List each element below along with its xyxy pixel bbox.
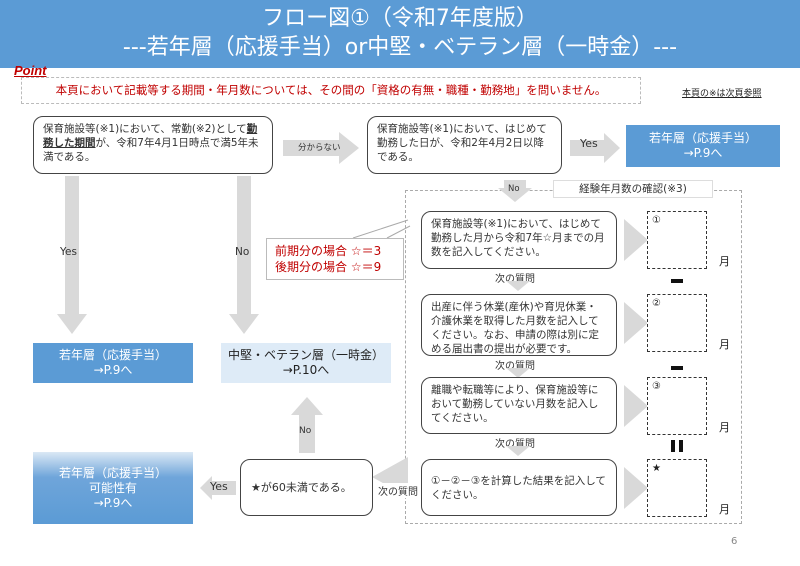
- arrow-right-shape: [624, 302, 648, 344]
- next-question-label: 次の質問: [495, 274, 535, 285]
- q1-no-label: No: [235, 246, 250, 258]
- month-unit-label: 月: [719, 338, 730, 351]
- month-unit-label: 月: [719, 503, 730, 516]
- step-arrow-right: [624, 302, 648, 344]
- result-young-left-line2: →P.9へ: [93, 363, 133, 377]
- unknown-arrow-label: 分からない: [298, 143, 341, 153]
- result-young-top-line1: 若年層（応援手当）: [648, 131, 757, 145]
- result-young-possible[interactable]: 若年層（応援手当） 可能性有 →P.9へ: [33, 452, 193, 524]
- next-question-label: 次の質問: [495, 439, 535, 450]
- next-question-down-arrow: [506, 281, 530, 291]
- arrow-up-shape: [291, 397, 323, 453]
- arrow-down-shape: [229, 176, 259, 334]
- result-veteran[interactable]: 中堅・ベテラン層（一時金） →P.10へ: [221, 343, 391, 383]
- minus-operator: [668, 360, 686, 376]
- month-input-box[interactable]: ★: [647, 459, 707, 517]
- next-question-label: 次の質問: [495, 361, 535, 372]
- experience-section-title: 経験年月数の確認(※3): [553, 180, 713, 198]
- experience-step-box: 保育施設等(※1)において、はじめて勤務した月から令和7年☆月までの月数を記入し…: [421, 211, 617, 269]
- result-veteran-line2: →P.10へ: [282, 363, 330, 377]
- q1-no-arrow: [229, 176, 259, 334]
- month-input-box[interactable]: ①: [647, 211, 707, 269]
- point-notice: 本頁において記載等する期間・年月数については、その間の「資格の有無・職種・勤務地…: [21, 77, 641, 104]
- month-unit-label: 月: [719, 255, 730, 268]
- next-question-down-arrow: [506, 368, 530, 378]
- page-number: 6: [731, 536, 738, 547]
- month-input-marker: ③: [652, 381, 661, 392]
- arrow-right-shape: [624, 219, 648, 261]
- result-young-left[interactable]: 若年層（応援手当） →P.9へ: [33, 343, 193, 383]
- callout-pointer: [352, 219, 411, 239]
- result-possible-line1: 若年層（応援手当）: [58, 465, 167, 480]
- arrow-down-shape: [506, 368, 530, 378]
- step-arrow-right: [624, 467, 648, 509]
- arrow-down-shape: [57, 176, 87, 334]
- result-young-left-line1: 若年層（応援手当）: [58, 348, 167, 362]
- callout-line2: 後期分の場合 ☆＝9: [275, 260, 382, 274]
- result-young-top-line2: →P.9へ: [683, 146, 723, 160]
- page-header: フロー図①（令和7年度版） ---若年層（応援手当）or中堅・ベテラン層（一時金…: [0, 0, 800, 68]
- minus-operator: [668, 273, 686, 289]
- next-page-reference: 本頁の※は次頁参照: [682, 89, 762, 99]
- callout-box: 前期分の場合 ☆＝3 後期分の場合 ☆＝9: [266, 238, 404, 280]
- step-arrow-right: [624, 385, 648, 427]
- month-input-box[interactable]: ③: [647, 377, 707, 435]
- page-title: フロー図①（令和7年度版）: [262, 6, 538, 31]
- equals-operator: [668, 438, 686, 454]
- question-3-box: ★が60未満である。: [240, 459, 373, 516]
- arrow-right-shape: [283, 132, 359, 164]
- arrow-right-shape: [624, 467, 648, 509]
- next-question-down-arrow: [506, 446, 530, 456]
- result-possible-line3: →P.9へ: [93, 495, 133, 510]
- arrow-left-shape: [200, 476, 236, 500]
- page-subtitle: ---若年層（応援手当）or中堅・ベテラン層（一時金）---: [122, 35, 678, 60]
- unknown-arrow: [283, 132, 359, 164]
- month-input-marker: ②: [652, 298, 661, 309]
- arrow-right-shape: [624, 385, 648, 427]
- q2-no-arrow: [498, 180, 532, 202]
- q1-text-underlined: 勤務した期間: [43, 123, 258, 149]
- result-possible-line2: 可能性有: [88, 480, 137, 495]
- q1-yes-label: Yes: [60, 246, 77, 258]
- q2-yes-label: Yes: [580, 137, 598, 150]
- question-2-box: 保育施設等(※1)において、はじめて勤務した日が、令和2年4月2日以降である。: [367, 116, 562, 174]
- experience-step-box: ①－②－③を計算した結果を記入してください。: [421, 459, 617, 516]
- month-input-box[interactable]: ②: [647, 294, 707, 352]
- q3-yes-label: Yes: [210, 480, 228, 493]
- arrow-down-shape: [506, 446, 530, 456]
- callout-line1: 前期分の場合 ☆＝3: [275, 244, 382, 258]
- point-label: Point: [14, 63, 47, 78]
- arrow-down-shape: [498, 180, 532, 202]
- q3-no-label: No: [299, 426, 312, 436]
- q3-no-arrow: [291, 397, 323, 453]
- arrow-down-shape: [506, 281, 530, 291]
- month-unit-label: 月: [719, 421, 730, 434]
- q2-no-label: No: [508, 184, 520, 194]
- experience-step-box: 離職や転職等により、保育施設等において勤務していない月数を記入してください。: [421, 377, 617, 434]
- next-question-left-label: 次の質問: [377, 483, 419, 498]
- month-input-marker: ★: [652, 463, 661, 474]
- result-veteran-line1: 中堅・ベテラン層（一時金）: [227, 348, 384, 362]
- q3-yes-arrow: [200, 476, 236, 500]
- question-1-box: 保育施設等(※1)において、常勤(※2)として勤務した期間が、令和7年4月1日時…: [33, 116, 273, 174]
- q1-text-before: 保育施設等(※1)において、常勤(※2)として: [43, 123, 247, 135]
- q1-yes-arrow: [57, 176, 87, 334]
- q2-yes-arrow: [570, 133, 620, 163]
- month-input-marker: ①: [652, 215, 661, 226]
- result-young-top[interactable]: 若年層（応援手当） →P.9へ: [626, 125, 780, 167]
- step-arrow-right: [624, 219, 648, 261]
- q1-text-after: が、令和7年4月1日時点で満5年未満である。: [43, 137, 259, 163]
- experience-step-box: 出産に伴う休業(産休)や育児休業・介護休業を取得した月数を記入してください。なお…: [421, 294, 617, 356]
- arrow-right-shape: [570, 133, 620, 163]
